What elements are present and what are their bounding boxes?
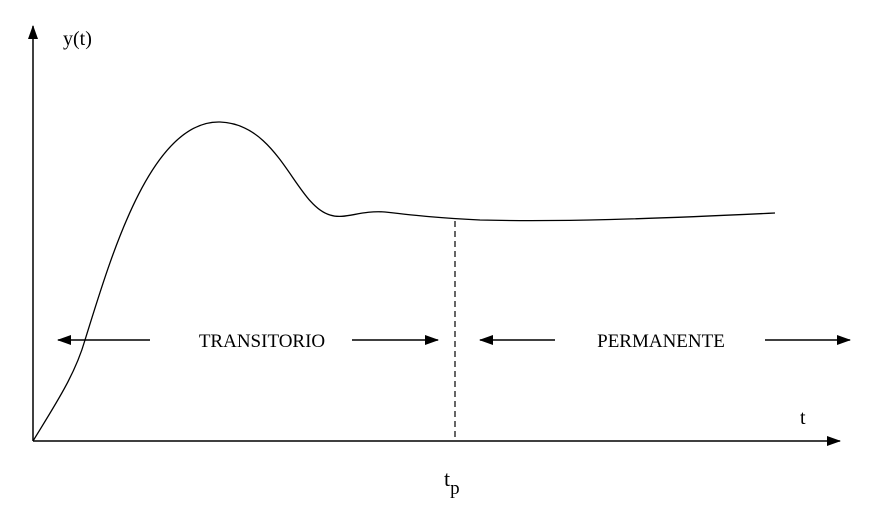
tp-label-subscript: p	[450, 478, 460, 499]
tp-label: tp	[444, 466, 460, 499]
transient-label: TRANSITORIO	[199, 331, 325, 352]
y-axis-label: y(t)	[63, 28, 92, 50]
tp-label-base: t	[444, 466, 450, 491]
response-curve	[32, 121, 776, 442]
steady-label: PERMANENTE	[597, 331, 725, 352]
x-axis-label: t	[800, 407, 806, 429]
